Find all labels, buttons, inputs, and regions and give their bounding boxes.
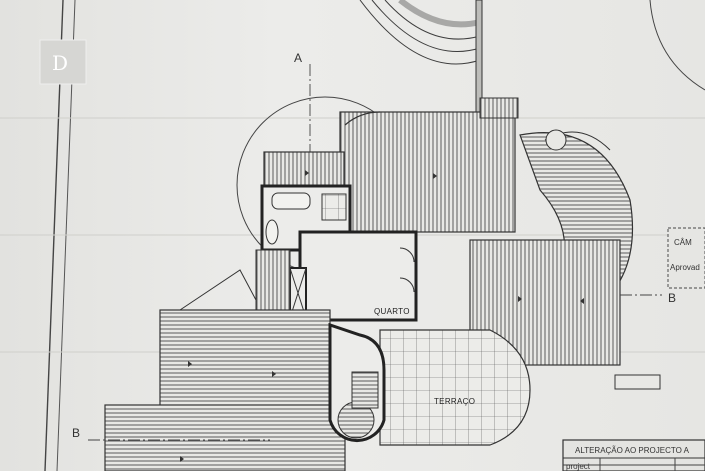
logo: D (39, 39, 87, 85)
logo-letter: D (52, 51, 68, 75)
title-block-row1: project (566, 462, 591, 471)
direction-arrows (180, 170, 584, 462)
approval-stamp: CÂM Aprovad (667, 227, 705, 289)
title-block-heading: ALTERAÇÃO AO PROJECTO A (575, 446, 690, 455)
section-marker-b-left: B (72, 426, 80, 440)
title-block: ALTERAÇÃO AO PROJECTO A project (562, 439, 705, 471)
stamp-line1: CÂM (674, 238, 692, 247)
stamp-line2: Aprovad (670, 263, 700, 272)
top-curved-stair (359, 0, 483, 119)
room-label-quarto: QUARTO (374, 307, 410, 316)
section-marker-b-right: B (668, 291, 676, 305)
spiral-staircase (328, 322, 386, 443)
section-marker-a: A (294, 51, 302, 65)
room-quarto: QUARTO (298, 230, 418, 322)
room-label-terraco: TERRAÇO (434, 397, 475, 406)
terrace: TERRAÇO (379, 329, 531, 446)
upper-deck (339, 111, 516, 233)
